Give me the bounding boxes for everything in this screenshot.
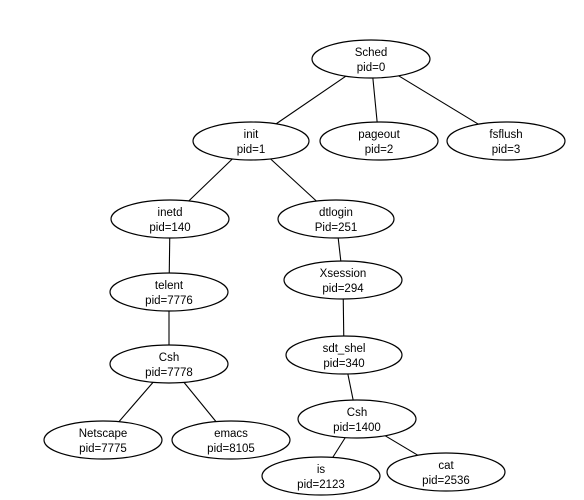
process-node-is: is pid=2123 bbox=[261, 456, 381, 496]
process-node-pageout: pageout pid=2 bbox=[319, 121, 439, 161]
node-ellipse bbox=[109, 344, 229, 384]
process-node-netscape: Netscape pid=7775 bbox=[43, 420, 163, 460]
node-pid-label: pid=3 bbox=[492, 144, 520, 156]
node-pid-label: Pid=251 bbox=[315, 222, 358, 234]
edge-init-to-inetd bbox=[188, 158, 233, 202]
process-node-emacs: emacs pid=8105 bbox=[171, 420, 291, 460]
node-process-name: init bbox=[244, 129, 260, 141]
process-node-telent: telent pid=7776 bbox=[109, 272, 229, 312]
node-ellipse bbox=[192, 121, 310, 161]
node-pid-label: pid=8105 bbox=[207, 443, 255, 455]
node-pid-label: pid=340 bbox=[323, 358, 364, 370]
node-pid-label: pid=294 bbox=[322, 283, 364, 295]
node-process-name: Csh bbox=[347, 407, 367, 419]
node-pid-label: pid=7775 bbox=[79, 443, 127, 455]
node-pid-label: pid=1400 bbox=[333, 422, 381, 434]
node-process-name: Xsession bbox=[320, 268, 367, 280]
edge-csh-a-to-netscape bbox=[118, 381, 154, 423]
node-ellipse bbox=[297, 399, 417, 439]
process-node-csh-a: Csh pid=7778 bbox=[109, 344, 229, 384]
node-ellipse bbox=[277, 199, 395, 239]
node-ellipse bbox=[43, 420, 163, 460]
process-node-fsflush: fsflush pid=3 bbox=[446, 121, 566, 161]
node-process-name: inetd bbox=[158, 207, 183, 219]
node-pid-label: pid=2123 bbox=[297, 479, 345, 491]
node-ellipse bbox=[110, 199, 230, 239]
node-pid-label: pid=7776 bbox=[145, 295, 193, 307]
edge-sched-to-fsflush bbox=[398, 75, 479, 125]
node-ellipse bbox=[261, 456, 381, 496]
edge-init-to-dtlogin bbox=[270, 158, 317, 202]
edge-csh-a-to-emacs bbox=[183, 382, 217, 422]
edge-sched-to-init bbox=[275, 75, 347, 125]
node-pid-label: pid=2536 bbox=[422, 475, 470, 487]
node-ellipse bbox=[109, 272, 229, 312]
edge-csh-b-to-is bbox=[332, 437, 346, 458]
node-ellipse bbox=[311, 39, 431, 79]
node-pid-label: pid=140 bbox=[149, 222, 190, 234]
node-process-name: Netscape bbox=[79, 428, 128, 440]
edges-layer bbox=[118, 75, 479, 458]
node-process-name: fsflush bbox=[489, 129, 522, 141]
node-process-name: emacs bbox=[214, 428, 248, 440]
edge-dtlogin-to-xsession bbox=[337, 237, 342, 262]
node-pid-label: pid=0 bbox=[357, 62, 385, 74]
node-process-name: Csh bbox=[159, 352, 179, 364]
nodes-layer: Sched pid=0 init pid=1 pageout pid=2 fsflush pi… bbox=[43, 39, 566, 496]
node-process-name: pageout bbox=[358, 129, 400, 141]
node-process-name: sdt_shel bbox=[323, 343, 366, 355]
process-node-inetd: inetd pid=140 bbox=[110, 199, 230, 239]
node-ellipse bbox=[283, 260, 403, 300]
node-process-name: is bbox=[317, 464, 326, 476]
node-process-name: Sched bbox=[355, 47, 388, 59]
node-ellipse bbox=[319, 121, 439, 161]
node-ellipse bbox=[285, 335, 403, 375]
process-node-csh-b: Csh pid=1400 bbox=[297, 399, 417, 439]
process-node-init: init pid=1 bbox=[192, 121, 310, 161]
edge-sched-to-pageout bbox=[372, 77, 378, 123]
node-pid-label: pid=1 bbox=[237, 144, 265, 156]
node-ellipse bbox=[171, 420, 291, 460]
edge-sdt-shel-to-csh-b bbox=[347, 373, 354, 401]
process-node-sdt-shel: sdt_shel pid=340 bbox=[285, 335, 403, 375]
node-ellipse bbox=[446, 121, 566, 161]
node-pid-label: pid=7778 bbox=[145, 367, 193, 379]
node-ellipse bbox=[386, 452, 506, 492]
node-process-name: telent bbox=[155, 280, 184, 292]
process-node-sched: Sched pid=0 bbox=[311, 39, 431, 79]
node-process-name: cat bbox=[438, 460, 454, 472]
edge-csh-b-to-cat bbox=[384, 435, 419, 456]
node-pid-label: pid=2 bbox=[365, 144, 393, 156]
process-node-cat: cat pid=2536 bbox=[386, 452, 506, 492]
node-process-name: dtlogin bbox=[319, 207, 353, 219]
process-node-xsession: Xsession pid=294 bbox=[283, 260, 403, 300]
